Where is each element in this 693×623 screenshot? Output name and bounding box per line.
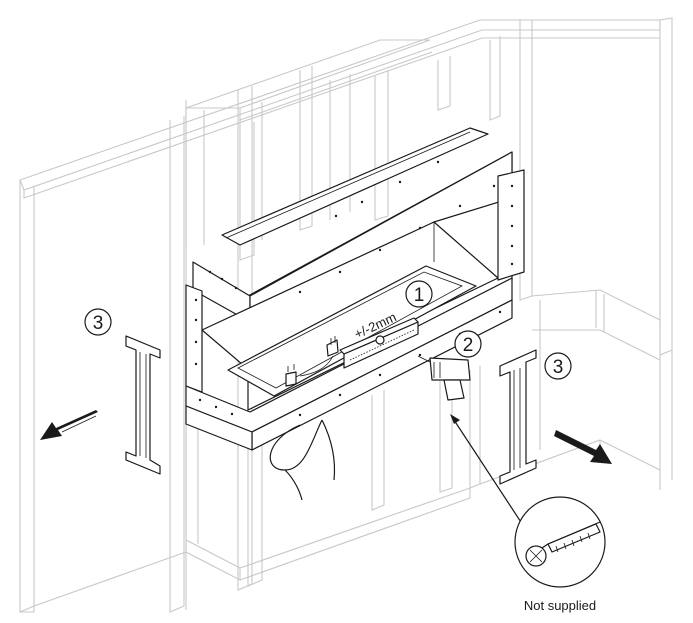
step-3-right-label: 3 [553, 357, 564, 378]
arrow-out-left-icon [40, 410, 98, 440]
step-2-label: 2 [463, 335, 474, 356]
step-3-left-marker: 3 [84, 308, 112, 336]
bracket-left [125, 335, 161, 475]
power-plug-icon [299, 336, 339, 377]
wall-frame [19, 17, 673, 613]
fireplace-insert [185, 127, 525, 451]
step-1-marker: 1 [405, 280, 433, 308]
bracket-right [499, 349, 537, 485]
screw-not-supplied-label: Not supplied [524, 598, 596, 613]
arrow-out-right-icon [554, 430, 612, 464]
step-3-left-label: 3 [93, 313, 104, 334]
power-cable-icon [269, 364, 336, 501]
step-1-label: 1 [414, 285, 425, 306]
step-3-right-marker: 3 [544, 352, 572, 380]
step-2-marker: 2 [454, 330, 482, 358]
drill-icon [417, 355, 471, 401]
screw-icon [514, 496, 606, 588]
